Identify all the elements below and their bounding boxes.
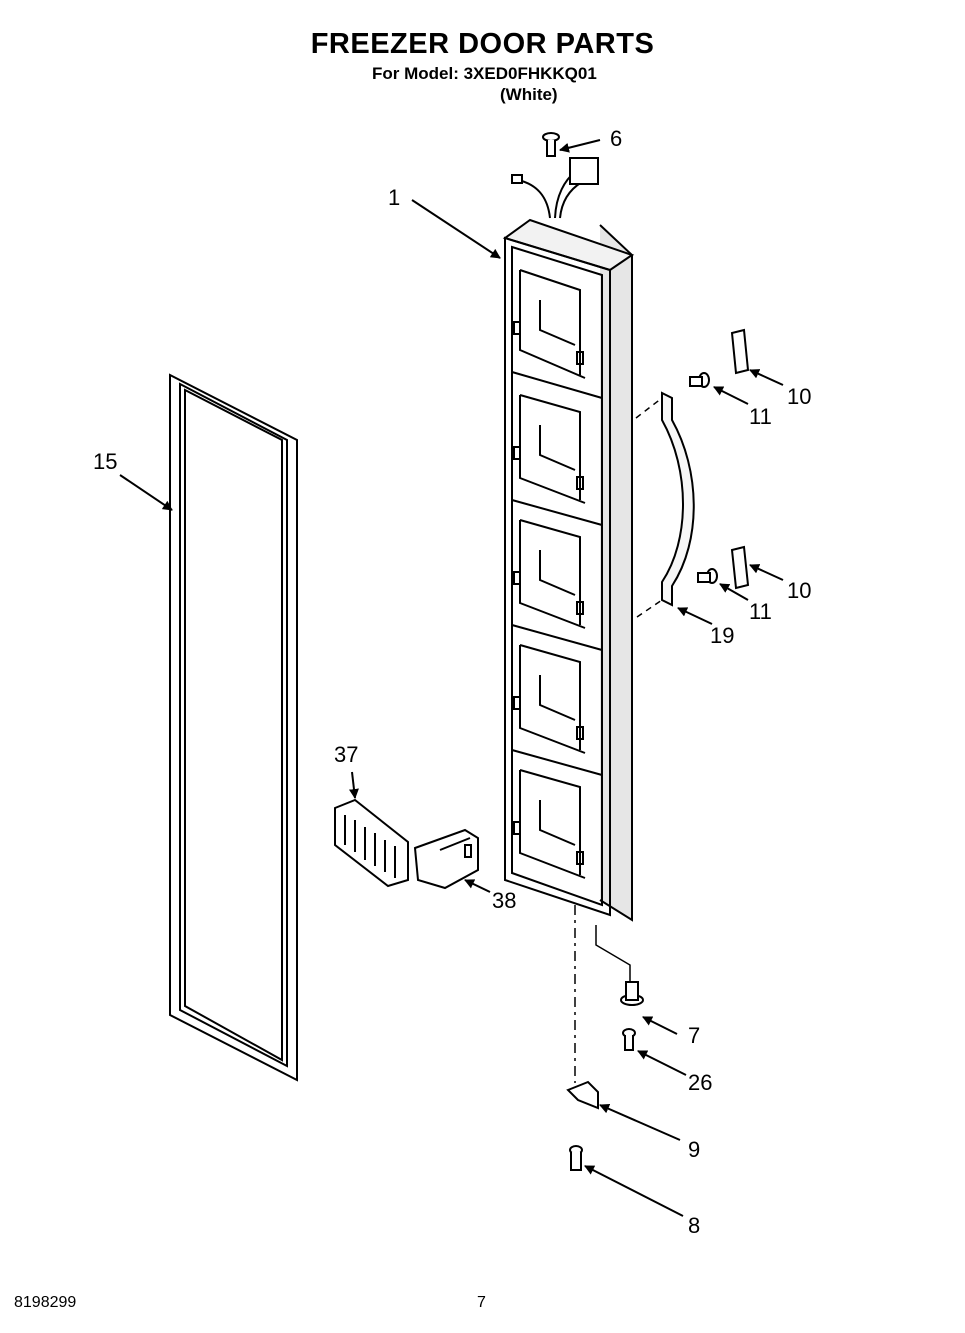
callout-1: 1 [388, 185, 400, 210]
document-number: 8198299 [14, 1294, 77, 1311]
screw-26 [622, 1028, 636, 1051]
callout-11-lower: 11 [749, 599, 772, 624]
callout-8: 8 [688, 1213, 700, 1238]
callout-9: 9 [688, 1137, 700, 1162]
screw-6 [542, 132, 560, 157]
page-title: FREEZER DOOR PARTS [310, 28, 655, 60]
callout-26: 26 [688, 1070, 712, 1095]
page-number: 7 [477, 1294, 486, 1311]
bottom-cover [413, 828, 479, 890]
callout-6: 6 [610, 126, 622, 151]
callout-19: 19 [710, 623, 734, 648]
handle-dashed-links [635, 397, 663, 618]
model-line: For Model: 3XED0FHKKQ01 [372, 64, 597, 83]
freezer-door [502, 218, 635, 922]
door-handle [661, 391, 695, 607]
bolt-8 [569, 1145, 583, 1171]
handle-screw-upper [689, 372, 710, 388]
door-gasket [169, 373, 298, 1082]
hinge-bracket [566, 1080, 599, 1110]
hinge-link [595, 925, 631, 982]
callout-38: 38 [492, 888, 516, 913]
callout-11-upper: 11 [749, 404, 772, 429]
callout-15: 15 [93, 449, 117, 474]
leader-lines [119, 139, 784, 1217]
callout-37: 37 [334, 742, 358, 767]
handle-screw-lower [697, 568, 718, 584]
callout-7: 7 [688, 1023, 700, 1048]
callout-10-lower: 10 [787, 578, 811, 603]
end-cap-upper [730, 328, 750, 375]
callout-10-upper: 10 [787, 384, 811, 409]
wire-harness [511, 157, 599, 219]
color-line: (White) [500, 85, 558, 104]
hinge-pin [620, 981, 644, 1006]
end-cap-lower [730, 545, 750, 590]
cover-bracket [334, 798, 409, 888]
